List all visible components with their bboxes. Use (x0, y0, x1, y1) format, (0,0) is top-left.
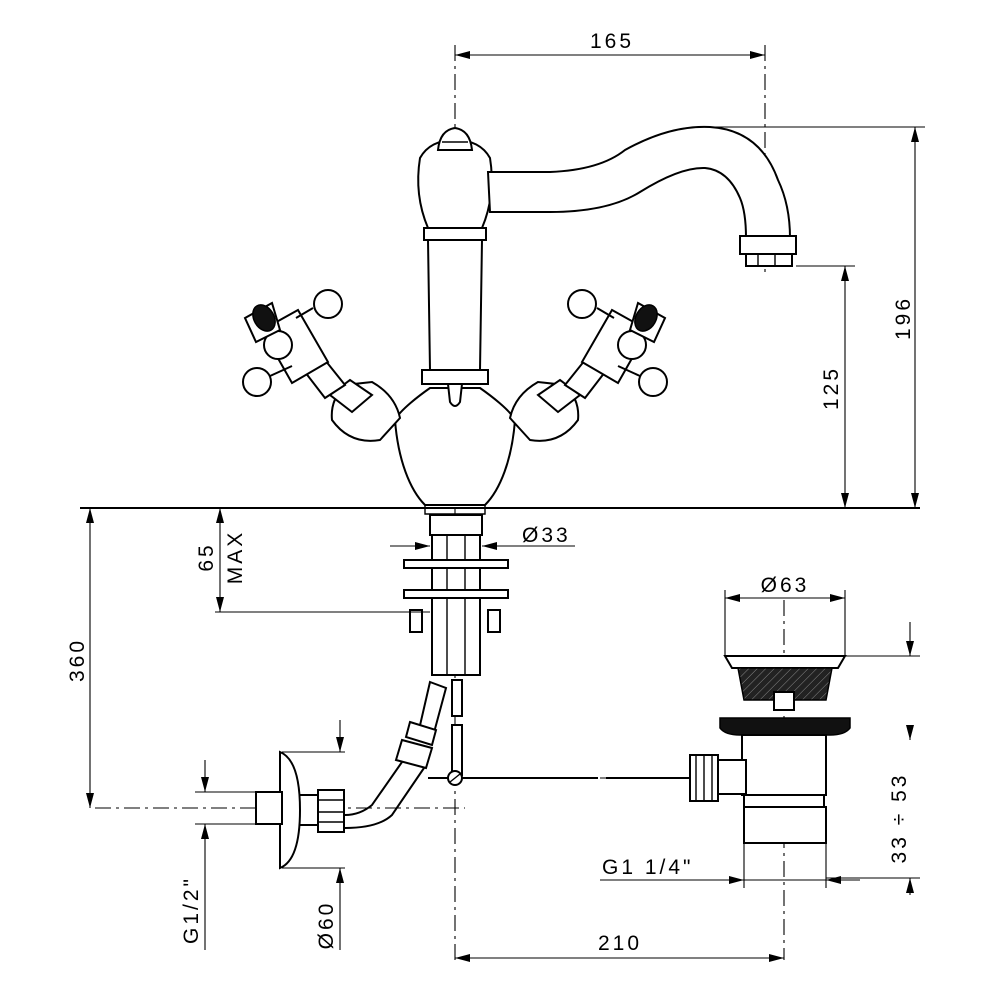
dim-waste-diameter: Ø63 (761, 574, 810, 597)
dimension-lines (86, 51, 925, 962)
dim-waste-thread: G1 1/4" (602, 856, 694, 879)
dim-spout-reach: 165 (590, 30, 634, 53)
dim-max-deck-value: 65 (195, 542, 218, 571)
dim-total-height: 196 (892, 296, 915, 340)
waste-assembly (689, 655, 851, 844)
dim-supply-length: 360 (66, 638, 89, 682)
right-cross-handle (508, 289, 668, 442)
dim-supply-thread: G1/2" (180, 876, 203, 944)
dim-shank-diameter: Ø33 (522, 524, 571, 547)
dim-spout-height: 125 (820, 366, 843, 410)
dim-escutcheon-diameter: Ø60 (315, 901, 338, 950)
dim-waste-offset: 210 (598, 932, 642, 955)
dim-max-deck-label: MAX (224, 530, 247, 585)
left-cross-handle (242, 289, 402, 442)
faucet-body (393, 126, 517, 515)
spout (486, 125, 797, 267)
mounting-shank (403, 514, 509, 776)
dim-waste-adjust: 33 ÷ 53 (888, 773, 911, 864)
popup-rod (428, 770, 690, 786)
supply-hose (255, 680, 448, 870)
